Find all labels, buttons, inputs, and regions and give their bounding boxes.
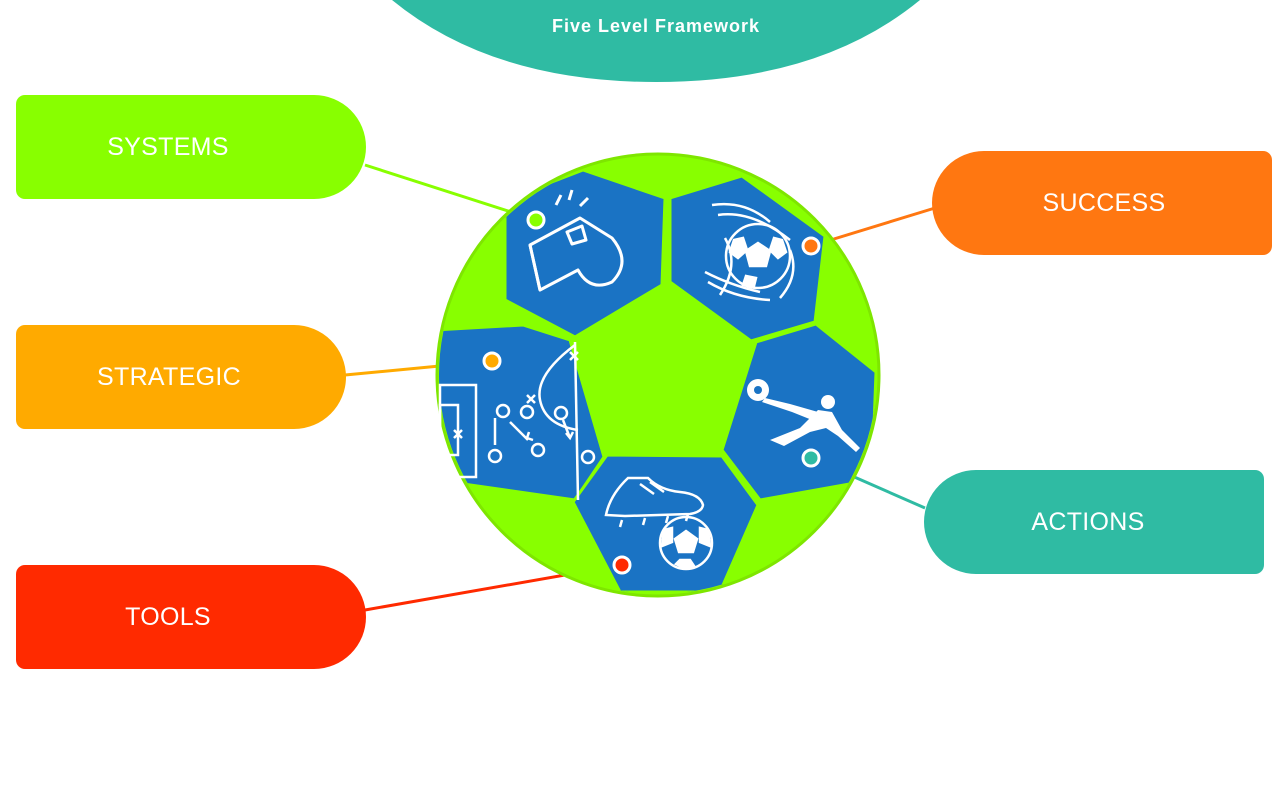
level-tools: TOOLS xyxy=(16,565,366,669)
level-tools-label: TOOLS xyxy=(125,602,211,631)
marker-systems xyxy=(526,210,546,230)
title-banner xyxy=(392,0,920,82)
level-systems: SYSTEMS xyxy=(16,95,366,199)
connector-markers xyxy=(482,210,821,575)
level-actions: ACTIONS xyxy=(924,470,1264,574)
marker-actions xyxy=(801,448,821,468)
marker-success xyxy=(801,236,821,256)
marker-strategic xyxy=(482,351,502,371)
goal-net-icon xyxy=(704,202,795,302)
level-systems-label: SYSTEMS xyxy=(107,132,229,161)
marker-tools xyxy=(612,555,632,575)
soccer-ball-icon xyxy=(435,152,881,598)
level-strategic-label: STRATEGIC xyxy=(97,362,241,391)
level-strategic: STRATEGIC xyxy=(16,325,346,429)
player-kick-icon xyxy=(747,379,860,452)
whistle-icon xyxy=(528,189,624,292)
level-success-label: SUCCESS xyxy=(1042,188,1166,217)
level-success: SUCCESS xyxy=(932,151,1272,255)
page-title: Five Level Framework xyxy=(551,16,761,36)
level-actions-label: ACTIONS xyxy=(1031,507,1145,536)
connector-systems xyxy=(364,163,537,222)
tactics-board-icon xyxy=(438,341,596,501)
football-boot-icon xyxy=(604,476,714,571)
